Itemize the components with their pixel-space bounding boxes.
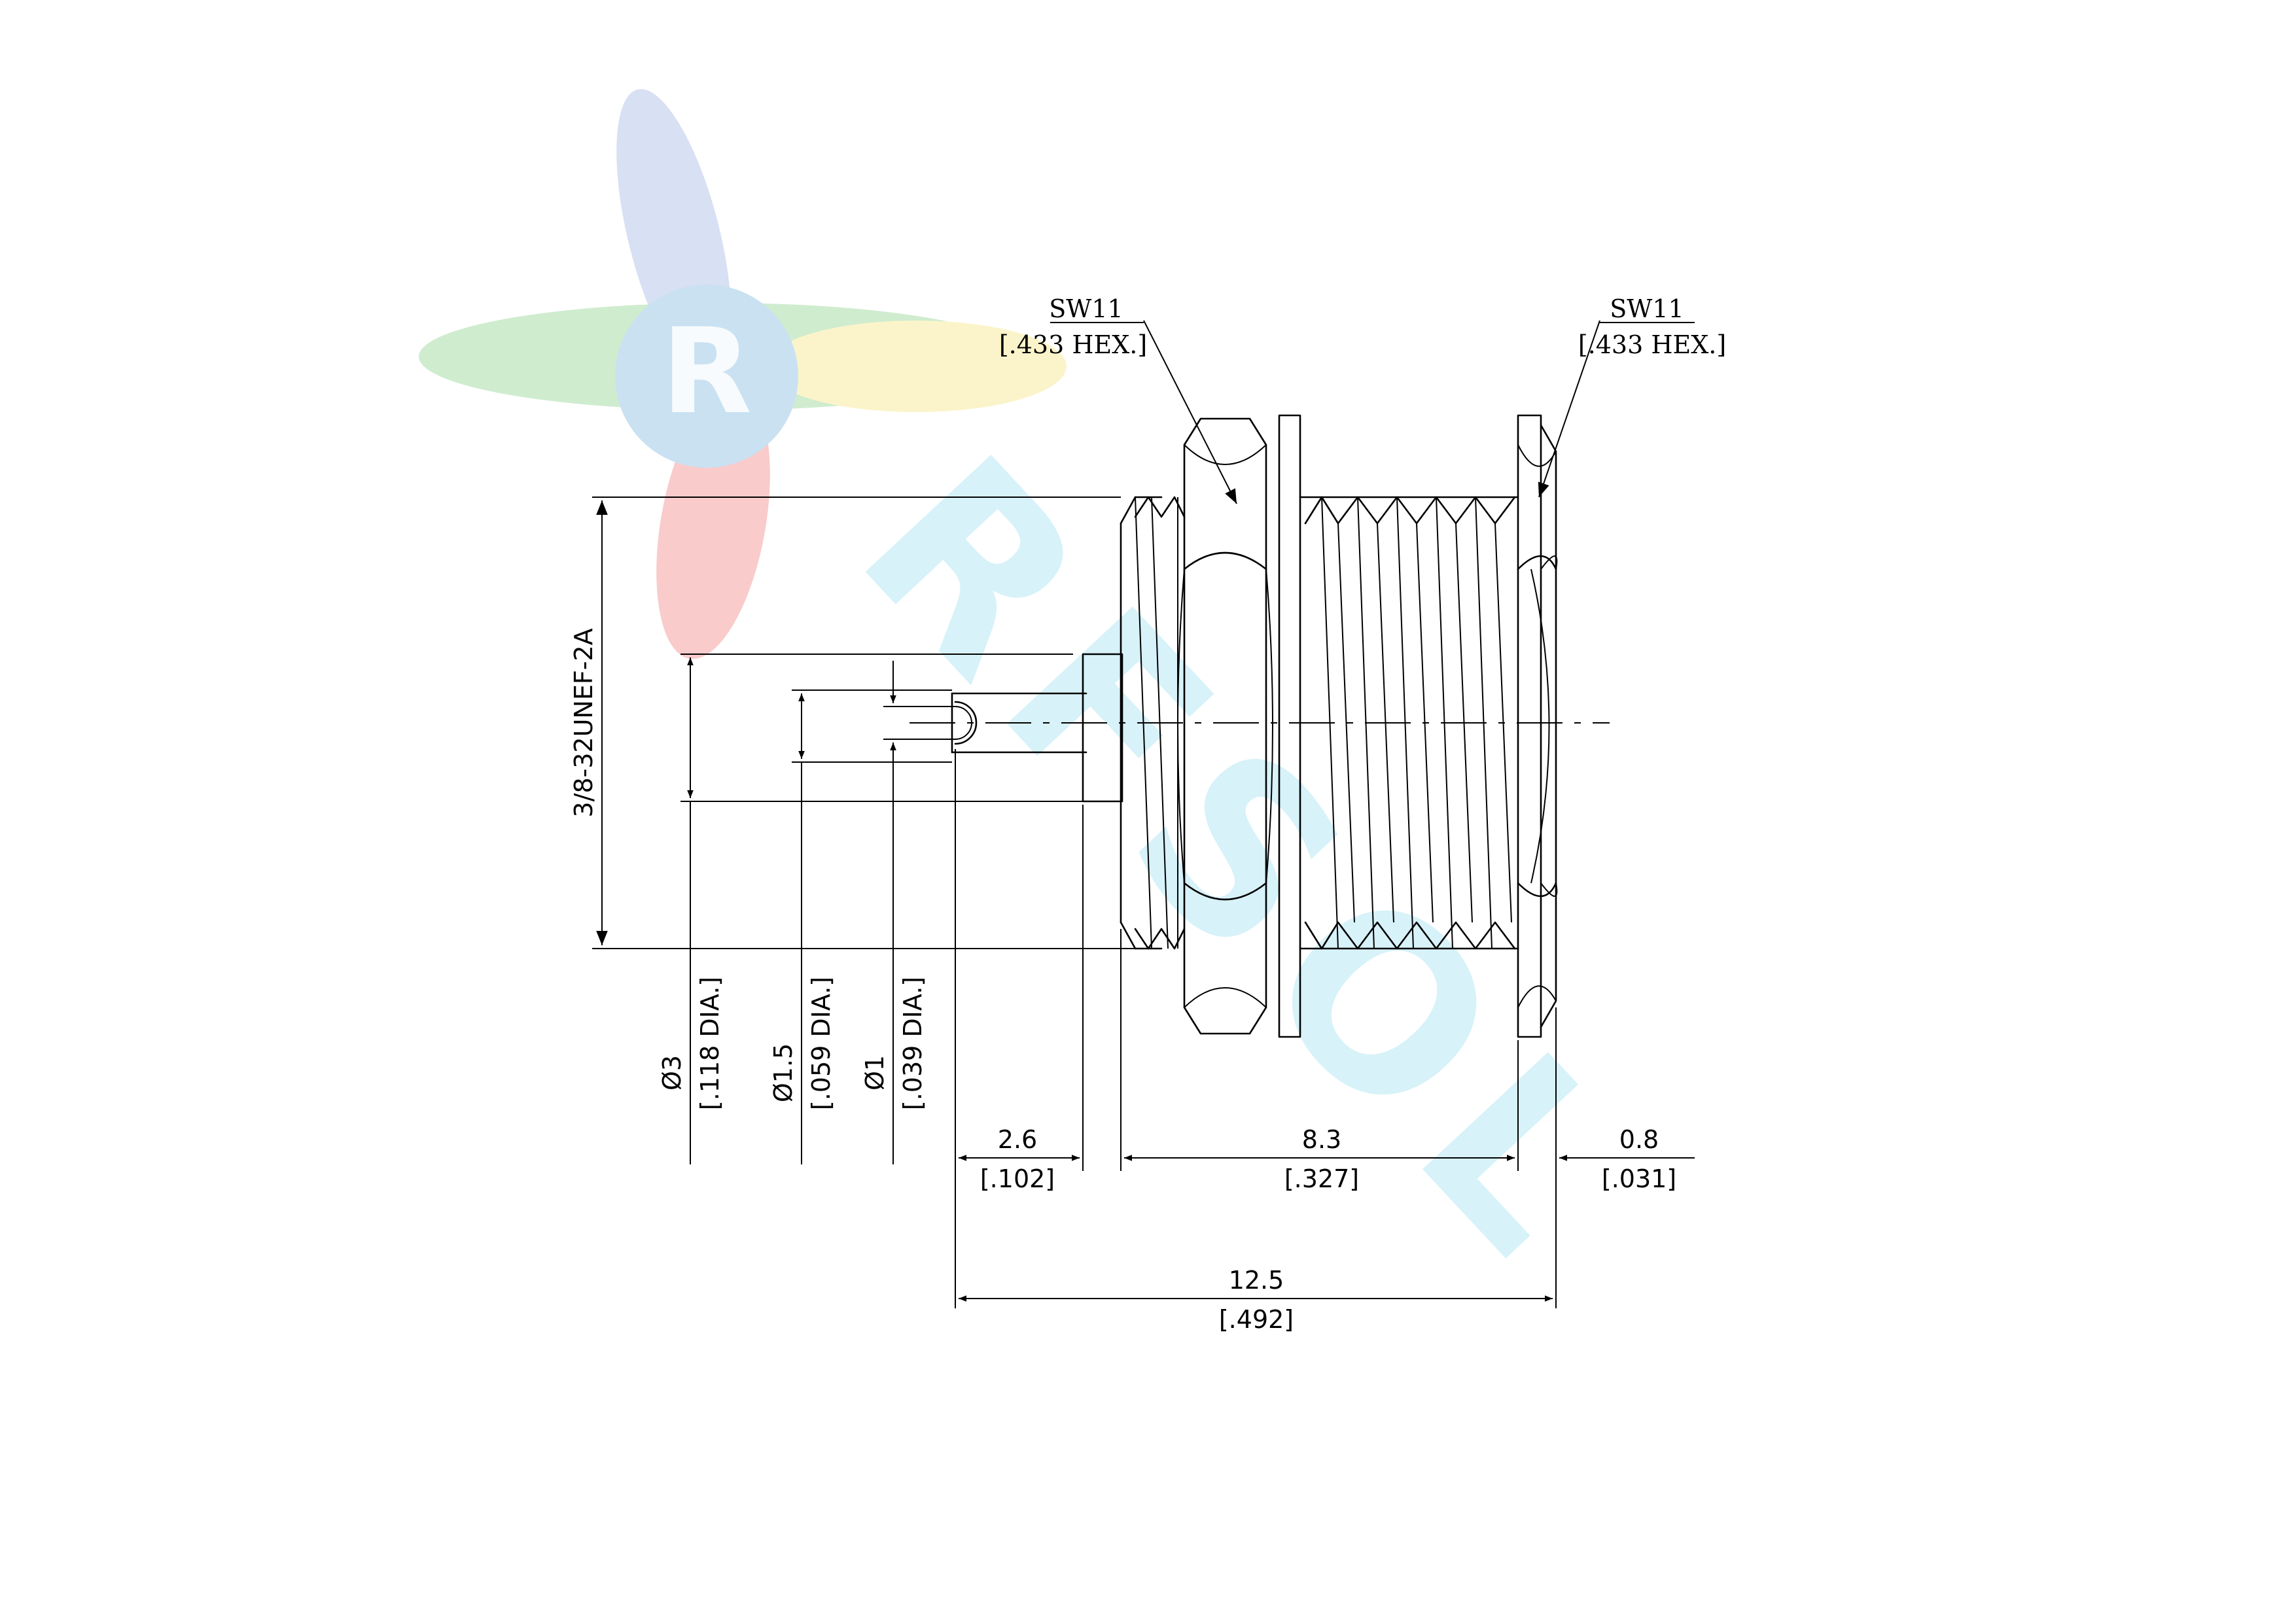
- thread-spec-label: 3/8-32UNEF-2A: [569, 628, 598, 817]
- pin-collar: [1082, 653, 1123, 803]
- hex-left-inch-label: [.433 HEX.]: [999, 330, 1147, 359]
- watermark-yellow-ring: [766, 321, 1067, 412]
- dim-12-5-mm-label: 12.5: [1229, 1266, 1284, 1295]
- dim-0-8-mm-label: 0.8: [1619, 1125, 1659, 1154]
- dia15-mm-label: Ø1.5: [769, 1043, 798, 1102]
- front-thread: [1120, 496, 1186, 950]
- dia3-mm-label: Ø3: [658, 1055, 686, 1091]
- dim-2-6-mm-label: 2.6: [998, 1125, 1037, 1154]
- dim-12-5-inch-label: [.492]: [1219, 1305, 1294, 1334]
- dim-8-3-inch-label: [.327]: [1284, 1164, 1359, 1193]
- watermark-logo-letter: R: [662, 304, 752, 440]
- dim-0-8-inch-label: [.031]: [1602, 1164, 1676, 1193]
- dia15-inch-label: [.059 DIA.]: [807, 977, 836, 1110]
- hex-nut-left: [1177, 417, 1273, 1035]
- rear-hex-flange: [1517, 414, 1558, 1038]
- dia1-dimension: Ø1 [.039 DIA.]: [860, 661, 929, 1164]
- lock-washer: [1278, 414, 1301, 1038]
- dia1-mm-label: Ø1: [860, 1055, 889, 1091]
- dim-2-6-inch-label: [.102]: [980, 1164, 1055, 1193]
- watermark-logo: R: [419, 89, 1067, 659]
- body-thread: [1299, 496, 1519, 950]
- dim-8-3-mm-label: 8.3: [1302, 1125, 1341, 1154]
- dia15-dimension: Ø1.5 [.059 DIA.]: [769, 689, 952, 1164]
- hex-right-size-label: SW11: [1610, 294, 1684, 323]
- watermark-globe: [615, 285, 798, 468]
- leader-hex-right: [1538, 320, 1600, 498]
- leader-hex-left: [1143, 320, 1237, 504]
- hex-right-inch-label: [.433 HEX.]: [1578, 330, 1726, 359]
- dia3-dimension: Ø3 [.118 DIA.]: [658, 654, 1083, 1164]
- dia1-inch-label: [.039 DIA.]: [898, 977, 927, 1110]
- thread-dimension: 3/8-32UNEF-2A: [569, 497, 1135, 949]
- hex-left-size-label: SW11: [1049, 294, 1123, 323]
- dia3-inch-label: [.118 DIA.]: [696, 977, 724, 1110]
